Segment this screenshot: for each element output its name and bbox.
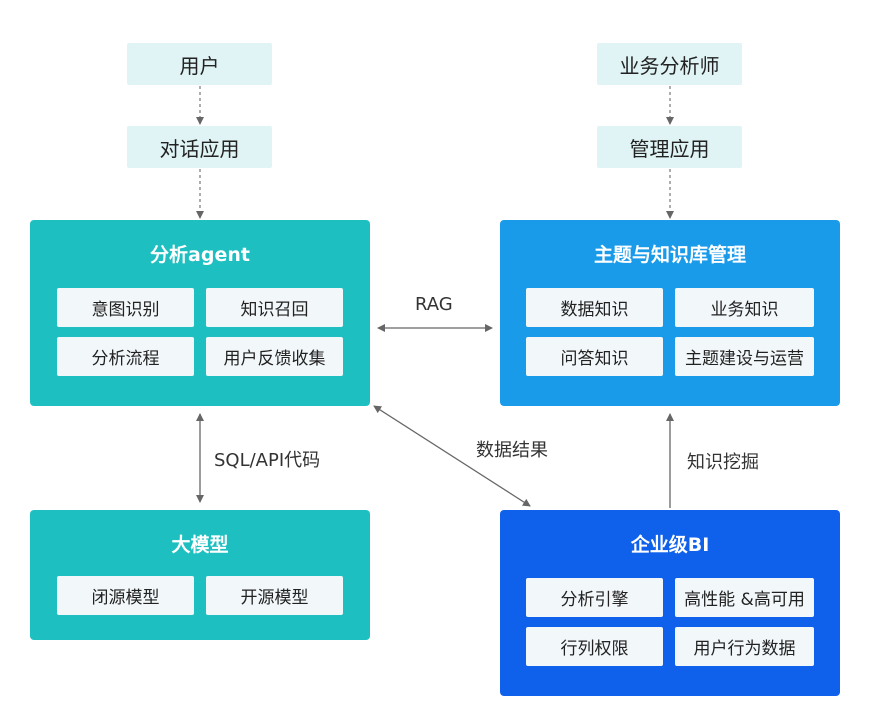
user-feedback-chip: 用户反馈收集 xyxy=(206,337,343,376)
high-performance-chip: 高性能 &高可用 xyxy=(675,578,814,617)
large-model-title: 大模型 xyxy=(171,534,229,556)
business-knowledge-chip: 业务知识 xyxy=(675,288,814,327)
large-model-panel: 大模型 闭源模型 开源模型 xyxy=(30,510,370,640)
knowledge-mining-label: 知识挖掘 xyxy=(687,452,759,473)
user-behavior-data-chip: 用户行为数据 xyxy=(675,627,814,666)
management-app-box: 管理应用 xyxy=(597,126,742,168)
qa-knowledge-chip: 问答知识 xyxy=(526,337,663,376)
knowledge-management-panel: 主题与知识库管理 数据知识 业务知识 问答知识 主题建设与运营 xyxy=(500,220,840,406)
topic-construction-chip: 主题建设与运营 xyxy=(675,337,814,376)
intent-recognition-chip: 意图识别 xyxy=(57,288,194,327)
sql-api-code-label: SQL/API代码 xyxy=(214,450,321,471)
knowledge-management-title: 主题与知识库管理 xyxy=(593,244,746,266)
rag-label: RAG xyxy=(415,294,453,315)
closed-source-model-chip: 闭源模型 xyxy=(57,576,194,615)
user-box: 用户 xyxy=(127,43,272,85)
knowledge-recall-chip: 知识召回 xyxy=(206,288,343,327)
analysis-agent-panel: 分析agent 意图识别 知识召回 分析流程 用户反馈收集 xyxy=(30,220,370,406)
analysis-agent-title: 分析agent xyxy=(150,244,250,266)
business-analyst-box: 业务分析师 xyxy=(597,43,742,85)
analysis-engine-chip: 分析引擎 xyxy=(526,578,663,617)
open-source-model-chip: 开源模型 xyxy=(206,576,343,615)
data-knowledge-chip: 数据知识 xyxy=(526,288,663,327)
dialog-app-box: 对话应用 xyxy=(127,126,272,168)
analysis-flow-chip: 分析流程 xyxy=(57,337,194,376)
row-column-permission-chip: 行列权限 xyxy=(526,627,663,666)
data-result-label: 数据结果 xyxy=(476,440,548,461)
enterprise-bi-panel: 企业级BI 分析引擎 高性能 &高可用 行列权限 用户行为数据 xyxy=(500,510,840,696)
enterprise-bi-title: 企业级BI xyxy=(630,534,710,556)
